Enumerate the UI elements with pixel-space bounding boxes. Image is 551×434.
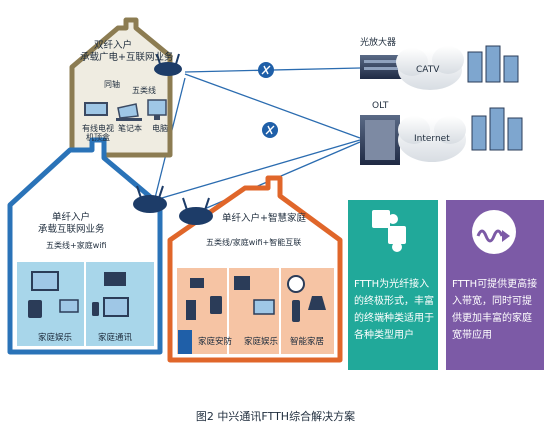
zone-label-right-1: 家庭安防 [198,337,233,347]
laptop-icon [116,103,142,121]
device-label-pc: 电脑 [152,124,168,133]
house-right-title: 单纤入户+智慧家庭 [222,213,306,224]
amplifier-unit [360,55,402,79]
puzzle-icon [372,210,406,252]
door-sensor-icon [186,300,196,320]
catv-servers-icon [467,45,519,83]
smart-device-icon [292,300,300,322]
pad-icon-left [28,300,42,318]
ont-icon-right [178,330,192,354]
phone-icon-left [104,272,126,286]
zone-label-left-1: 家庭娱乐 [38,333,73,343]
internet-cloud [398,116,466,162]
laptop-icon-left [59,299,79,313]
clock-icon [287,275,305,293]
olt-unit [360,115,400,165]
zone-label-right-2: 家庭娱乐 [244,337,279,347]
house-right [167,175,343,363]
camera-icon [190,278,204,288]
device-label-laptop: 笔记本 [118,124,142,133]
splitter-icons [258,62,278,138]
router-icon-right [179,207,213,225]
internet-servers-icon [471,107,523,151]
house-top-title-2: 承载广电+互联网业务 [80,52,174,63]
house-top-cat5-label: 五类线 [132,86,156,95]
mobile-icon-left [92,302,99,316]
zone-label-right-3: 智能家居 [290,337,325,347]
tablet-icon [210,296,222,314]
pc-icon [147,99,167,120]
olt-label: OLT [372,101,389,111]
zone-label-left-2: 家庭通讯 [98,333,133,343]
house-right-subtitle: 五类线/家庭wifi+智能互联 [206,238,302,247]
signal-wave-icon [472,210,516,254]
router-icon-left [133,195,167,213]
house-left-subtitle: 五类线+家庭wifi [46,241,107,250]
phone-icon-right [234,276,250,290]
house-top-cable-label: 同轴 [104,80,120,89]
lamp-icon [308,296,326,310]
house-top [69,17,182,158]
internet-label: Internet [414,134,450,144]
router-icon-top [154,62,182,76]
figure-caption: 图2 中兴通讯FTTH综合解决方案 [195,410,356,423]
amplifier-label: 光放大器 [360,38,397,48]
tv-icon-right [253,299,275,315]
info-box-2-text: FTTH可提供更高接入带宽，同时可提供更加丰富的家庭宽带应用 [452,279,538,341]
link-top-olt [184,73,361,139]
set-top-box-icon [84,102,108,116]
house-top-outline [69,17,173,158]
tv-icon-left [31,271,59,291]
catv-cloud [396,46,464,90]
device-label-stb: 有线电视机顶盒 [82,124,114,143]
house-top-title-1: 双纤入户 [94,40,133,51]
info-box-1-text: FTTH为光纤接入的终极形式，丰富的终端种类适用于各种类型用户 [354,279,434,341]
house-left-title-2: 承载互联网业务 [38,224,105,235]
catv-label: CATV [416,65,440,75]
link-left-olt [154,139,361,201]
house-left [7,137,167,355]
pc-icon-left [103,297,129,317]
house-left-title-1: 单纤入户 [52,212,91,223]
